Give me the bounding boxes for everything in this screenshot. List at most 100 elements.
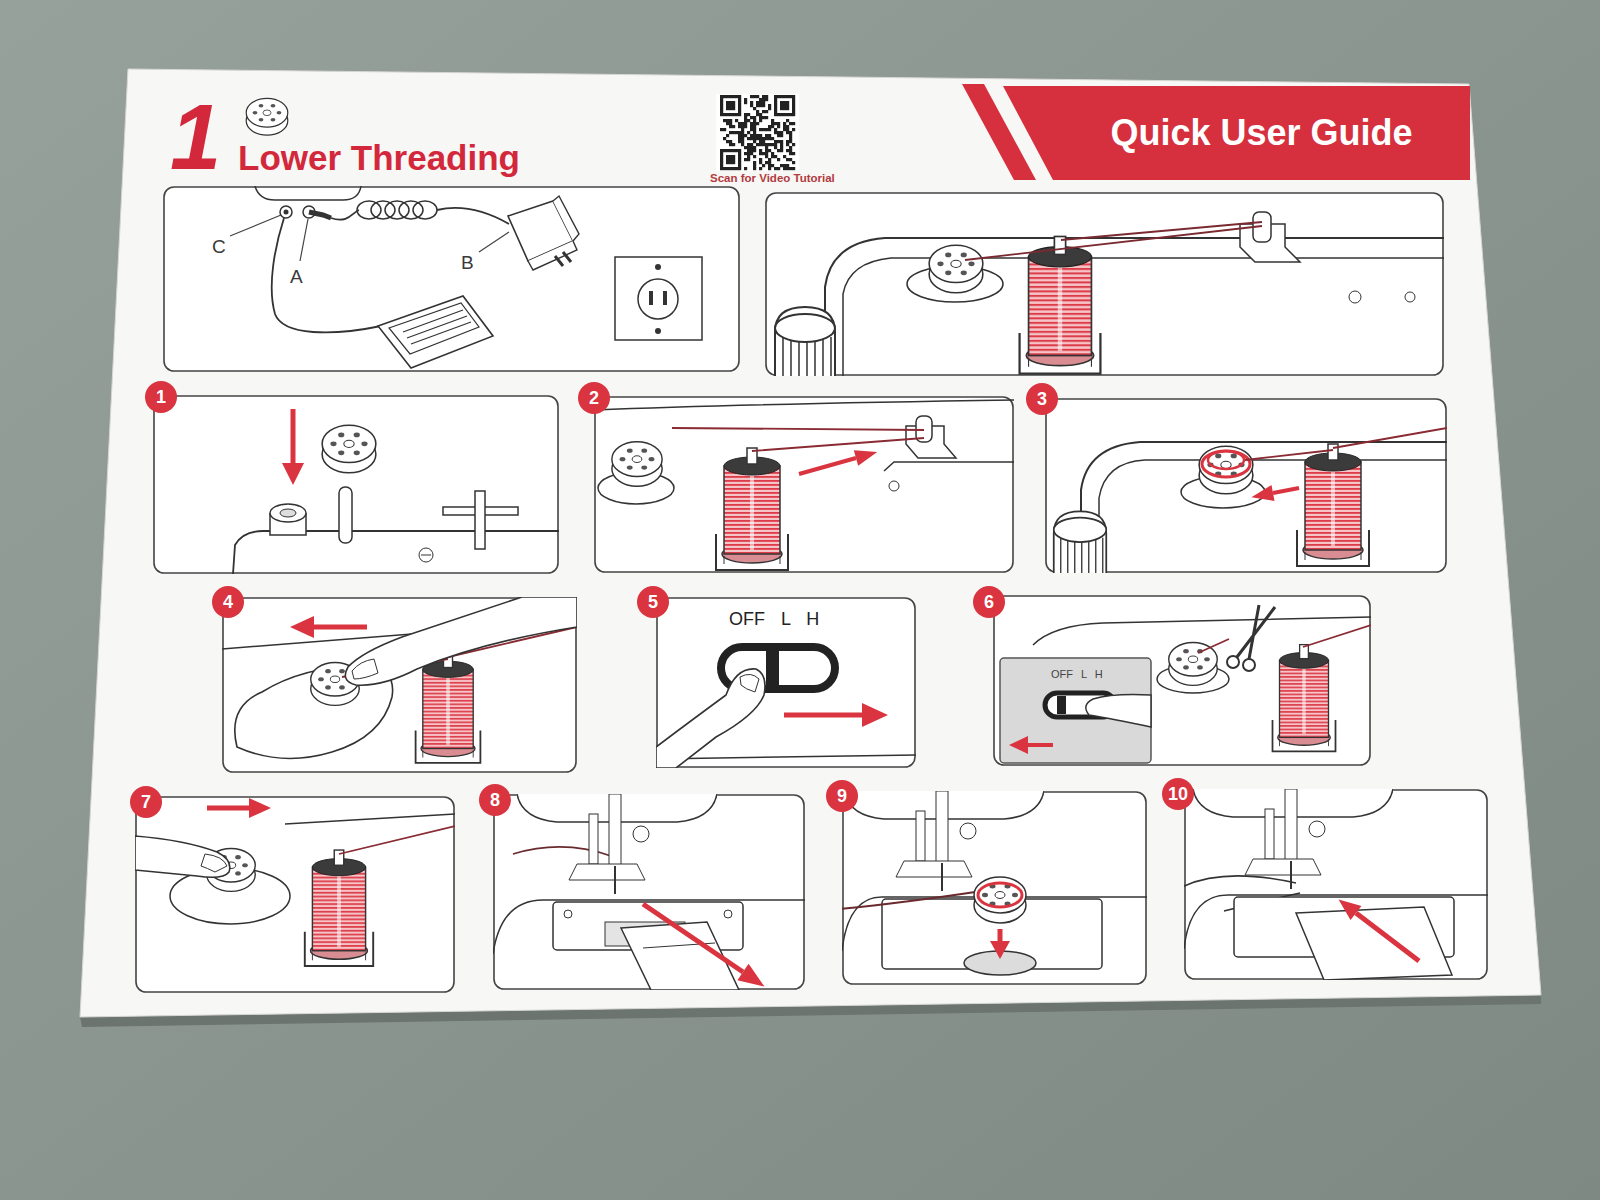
qr-module bbox=[759, 143, 762, 146]
qr-code bbox=[720, 95, 795, 170]
qr-module bbox=[732, 107, 735, 110]
qr-module bbox=[738, 98, 741, 101]
overview-panel bbox=[766, 193, 1444, 392]
qr-module bbox=[744, 113, 747, 116]
qr-module bbox=[792, 98, 795, 101]
thread bbox=[672, 428, 924, 451]
qr-module bbox=[723, 128, 726, 131]
qr-module bbox=[753, 155, 756, 158]
qr-module bbox=[729, 125, 732, 128]
qr-module bbox=[732, 101, 735, 104]
qr-module bbox=[783, 101, 786, 104]
hand-wheel bbox=[1054, 511, 1107, 585]
qr-module bbox=[762, 101, 765, 104]
direction-arrow bbox=[291, 409, 296, 465]
qr-module bbox=[735, 95, 738, 98]
qr-module bbox=[777, 113, 780, 116]
qr-module bbox=[783, 128, 786, 131]
qr-module bbox=[720, 155, 723, 158]
qr-module bbox=[732, 95, 735, 98]
qr-module bbox=[762, 128, 765, 131]
qr-module bbox=[780, 134, 783, 137]
step-number: 2 bbox=[578, 382, 610, 414]
qr-module bbox=[783, 113, 786, 116]
qr-module bbox=[753, 161, 756, 164]
qr-module bbox=[789, 137, 792, 140]
step-number-text: 5 bbox=[648, 593, 658, 611]
qr-module bbox=[762, 137, 765, 140]
qr-module bbox=[792, 104, 795, 107]
qr-module bbox=[786, 140, 789, 143]
qr-module bbox=[780, 104, 783, 107]
screw bbox=[564, 910, 572, 918]
panel-frame bbox=[994, 596, 1370, 765]
part-letter: A bbox=[290, 267, 303, 286]
thread bbox=[965, 222, 1262, 260]
qr-module bbox=[723, 167, 726, 170]
qr-module bbox=[786, 149, 789, 152]
qr-module bbox=[741, 131, 744, 134]
qr-module bbox=[741, 125, 744, 128]
thread bbox=[1245, 428, 1447, 460]
presser-foot bbox=[1193, 789, 1393, 889]
qr-module bbox=[771, 143, 774, 146]
qr-module bbox=[747, 149, 750, 152]
qr-module bbox=[789, 134, 792, 137]
qr-module bbox=[726, 113, 729, 116]
qr-module bbox=[783, 122, 786, 125]
qr-module bbox=[741, 140, 744, 143]
qr-module bbox=[756, 110, 759, 113]
direction-arrow bbox=[1009, 736, 1028, 754]
step-number: 8 bbox=[479, 784, 511, 816]
qr-module bbox=[765, 146, 768, 149]
qr-module bbox=[783, 107, 786, 110]
qr-module bbox=[726, 158, 729, 161]
spool-pin bbox=[475, 491, 485, 549]
qr-module bbox=[765, 149, 768, 152]
socket-screw bbox=[655, 328, 661, 334]
thread-spool bbox=[1020, 236, 1101, 373]
panel-frame bbox=[1185, 790, 1487, 979]
machine-edge bbox=[656, 755, 916, 759]
fingernail bbox=[740, 674, 759, 692]
machine-edge bbox=[285, 814, 455, 824]
qr-module bbox=[765, 143, 768, 146]
qr-module bbox=[777, 131, 780, 134]
socket-slot bbox=[663, 291, 667, 305]
qr-module bbox=[747, 155, 750, 158]
qr-module bbox=[744, 98, 747, 101]
switch-thumb bbox=[766, 651, 779, 685]
qr-module bbox=[768, 167, 771, 170]
qr-module bbox=[789, 140, 792, 143]
qr-module bbox=[726, 140, 729, 143]
screw bbox=[889, 481, 899, 491]
qr-module bbox=[774, 131, 777, 134]
qr-module bbox=[777, 158, 780, 161]
cover-plate bbox=[1296, 907, 1452, 980]
qr-module bbox=[789, 152, 792, 155]
qr-module bbox=[729, 167, 732, 170]
qr-module bbox=[786, 107, 789, 110]
qr-module bbox=[720, 110, 723, 113]
part-letter: C bbox=[212, 237, 226, 256]
qr-module bbox=[720, 104, 723, 107]
qr-module bbox=[735, 149, 738, 152]
qr-module bbox=[720, 95, 723, 98]
qr-module bbox=[786, 101, 789, 104]
section-heading: Lower Threading bbox=[238, 140, 520, 175]
qr-module bbox=[750, 125, 753, 128]
qr-module bbox=[753, 164, 756, 167]
qr-module bbox=[720, 161, 723, 164]
qr-module bbox=[753, 125, 756, 128]
qr-module bbox=[792, 152, 795, 155]
step-number: 1 bbox=[145, 381, 177, 413]
thread-spool bbox=[416, 653, 481, 763]
qr-module bbox=[726, 119, 729, 122]
bobbin-icon bbox=[246, 98, 288, 135]
qr-module bbox=[720, 152, 723, 155]
qr-module bbox=[753, 122, 756, 125]
panel-frame bbox=[595, 397, 1013, 572]
qr-module bbox=[774, 146, 777, 149]
power-panel bbox=[164, 186, 739, 371]
